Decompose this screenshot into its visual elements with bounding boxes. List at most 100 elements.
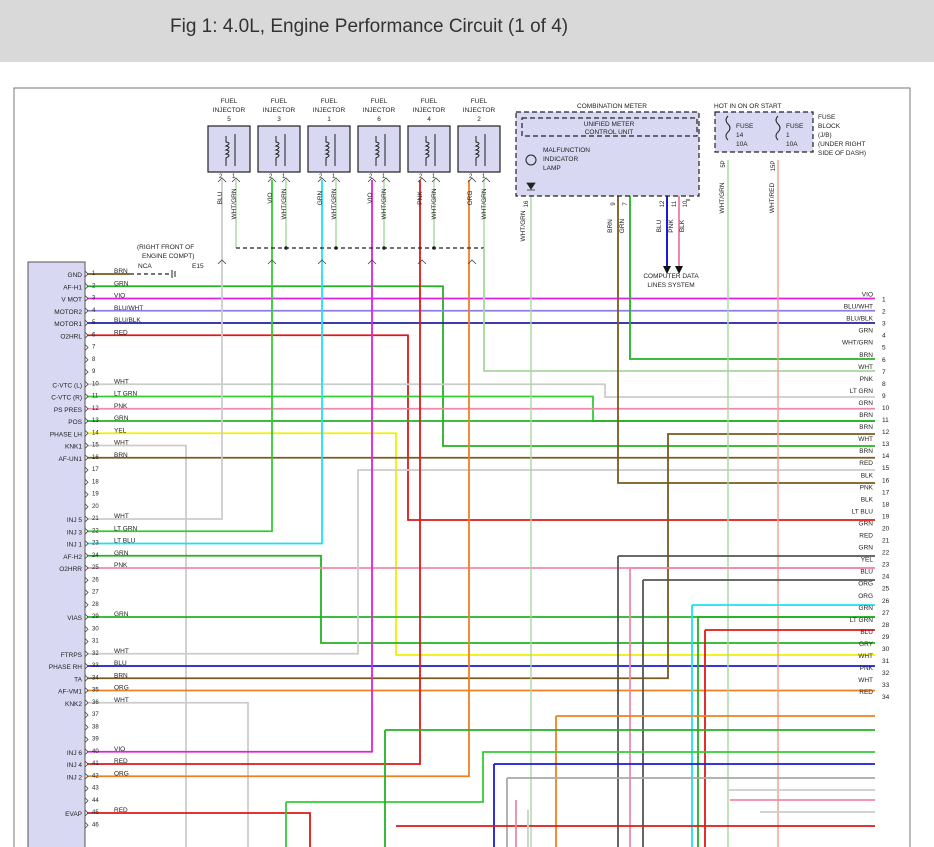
right-wire-label: BLU xyxy=(860,569,873,576)
right-wire-label: LT GRN xyxy=(850,617,874,624)
pin-notch xyxy=(84,564,89,572)
pin-notch xyxy=(84,515,89,523)
wire-meter-9 xyxy=(617,195,875,484)
ecm-pin-number: 16 xyxy=(92,455,99,461)
ecm-pin-number: 9 xyxy=(92,369,96,375)
right-wire-label: LT GRN xyxy=(850,388,874,395)
ecm-pin-name: MOTOR1 xyxy=(54,321,82,328)
pin-notch xyxy=(84,772,89,780)
ecm-pin-number: 26 xyxy=(92,577,99,583)
combination-meter-title: COMBINATION METER xyxy=(577,103,647,110)
connector-icon xyxy=(367,259,377,265)
ecm-pin-number: 45 xyxy=(92,810,99,816)
pin-notch xyxy=(84,356,89,364)
ecm-pin-name: INJ 5 xyxy=(67,517,83,524)
arrow-down xyxy=(663,266,671,274)
right-terminal-number: 3 xyxy=(882,321,886,328)
fuse-number: 1 xyxy=(786,132,790,139)
right-wire-label: YEL xyxy=(861,557,874,564)
ecm-pin-name: INJ 3 xyxy=(67,529,83,536)
ecm-pin-number: 13 xyxy=(92,418,99,424)
ecm-pin-name: FTRPS xyxy=(61,652,83,659)
ecm-pin-number: 21 xyxy=(92,516,99,522)
pin-notch xyxy=(84,687,89,694)
diagram-frame xyxy=(13,87,911,847)
injector-pin-left: 2 xyxy=(269,174,273,180)
right-wire-label: PNK xyxy=(860,376,874,383)
right-terminal-number: 28 xyxy=(882,622,890,629)
pin-notch xyxy=(84,331,89,339)
right-wire-label: WHT xyxy=(858,364,873,371)
ecm-wire-label: YEL xyxy=(114,427,127,434)
injector-label: INJECTOR xyxy=(363,107,396,114)
pin-notch xyxy=(84,760,89,768)
injector-number: 2 xyxy=(477,116,481,123)
meter-wire-label: BRN xyxy=(607,219,614,233)
injector-pin-right: 1 xyxy=(332,174,336,180)
right-wire-label: BLK xyxy=(861,496,874,503)
meter-wire-label: BLK xyxy=(679,219,686,232)
right-terminal-number: 1 xyxy=(882,297,886,304)
right-wire-label: BLU/BLK xyxy=(846,316,873,323)
right-wire-label: BRN xyxy=(859,352,873,359)
coil-icon xyxy=(374,136,380,166)
fuse-icon xyxy=(725,115,731,141)
ecm-pin-name: C-VTC (R) xyxy=(51,395,82,402)
right-terminal-number: 34 xyxy=(882,694,890,701)
ecm-pin-number: 44 xyxy=(92,798,99,804)
wire-ftrps xyxy=(87,469,875,655)
pin-notch xyxy=(84,478,89,486)
fuse-block: HOT IN ON OR STARTFUSE1410AFUSE110AFUSEB… xyxy=(714,103,866,214)
arrow-down xyxy=(675,266,683,274)
connector-icon xyxy=(317,177,341,183)
injector-pin-right: 1 xyxy=(482,174,486,180)
ecm-pin-name: PS PRES xyxy=(54,407,83,414)
ecm-pin-number: 5 xyxy=(92,320,96,326)
wire-af-h2 xyxy=(87,554,875,644)
meter-wire-label: PNK xyxy=(668,219,675,233)
right-terminal-number: 15 xyxy=(882,465,890,472)
ecm-pin-name: PHASE RH xyxy=(49,664,83,671)
injector-body xyxy=(357,125,401,173)
right-wire-label: GRN xyxy=(859,328,874,335)
right-terminal-number: 16 xyxy=(882,477,890,484)
diode-icon xyxy=(526,182,536,191)
fuse-block-label: (J/B) xyxy=(818,132,832,139)
injector-wire-right: WHT/GRN xyxy=(381,188,388,219)
pin-notch xyxy=(84,601,89,609)
coil-icon xyxy=(224,136,230,166)
injector-label: INJECTOR xyxy=(463,107,496,114)
fuse-number: 14 xyxy=(736,132,744,139)
wire-o2hrl xyxy=(87,334,875,521)
injector-pin-right: 1 xyxy=(432,174,436,180)
right-terminal-number: 22 xyxy=(882,550,890,557)
mil-label: MALFUNCTION xyxy=(543,147,590,154)
right-wire-label: PNK xyxy=(860,484,874,491)
ecm-pin-number: 23 xyxy=(92,541,99,547)
ecm-wire-label: WHT xyxy=(114,378,129,385)
ecm-pin-number: 31 xyxy=(92,639,99,645)
wire-af-h1 xyxy=(87,285,875,447)
ground-note-line2: ENGINE COMPT) xyxy=(142,253,194,260)
pin-notch xyxy=(84,650,89,658)
right-terminal-number: 24 xyxy=(882,574,890,581)
ecm-pin-number: 4 xyxy=(92,308,96,314)
right-terminal-number: 13 xyxy=(882,441,890,448)
pin-notch xyxy=(84,417,89,425)
ecm-pin-number: 8 xyxy=(92,357,96,363)
pin-notch xyxy=(84,662,89,670)
fuse-block-label: FUSE xyxy=(818,114,836,121)
ecm-pin-name: INJ 2 xyxy=(67,774,83,781)
fuse-hot-label: HOT IN ON OR START xyxy=(714,103,782,110)
right-wire-label: RED xyxy=(859,689,873,696)
injector-pin-left: 2 xyxy=(319,174,323,180)
injector-wire-left: ORG xyxy=(467,191,474,206)
right-wire-label: WHT xyxy=(858,436,873,443)
injector-wire-right: WHT/GRN xyxy=(231,188,238,219)
injector-wire-right: WHT/GRN xyxy=(331,188,338,219)
meter-pin-number: 9 xyxy=(611,202,617,206)
injector-number: 5 xyxy=(227,116,231,123)
wire-knk2 xyxy=(87,701,249,847)
connector-icon xyxy=(217,177,241,183)
